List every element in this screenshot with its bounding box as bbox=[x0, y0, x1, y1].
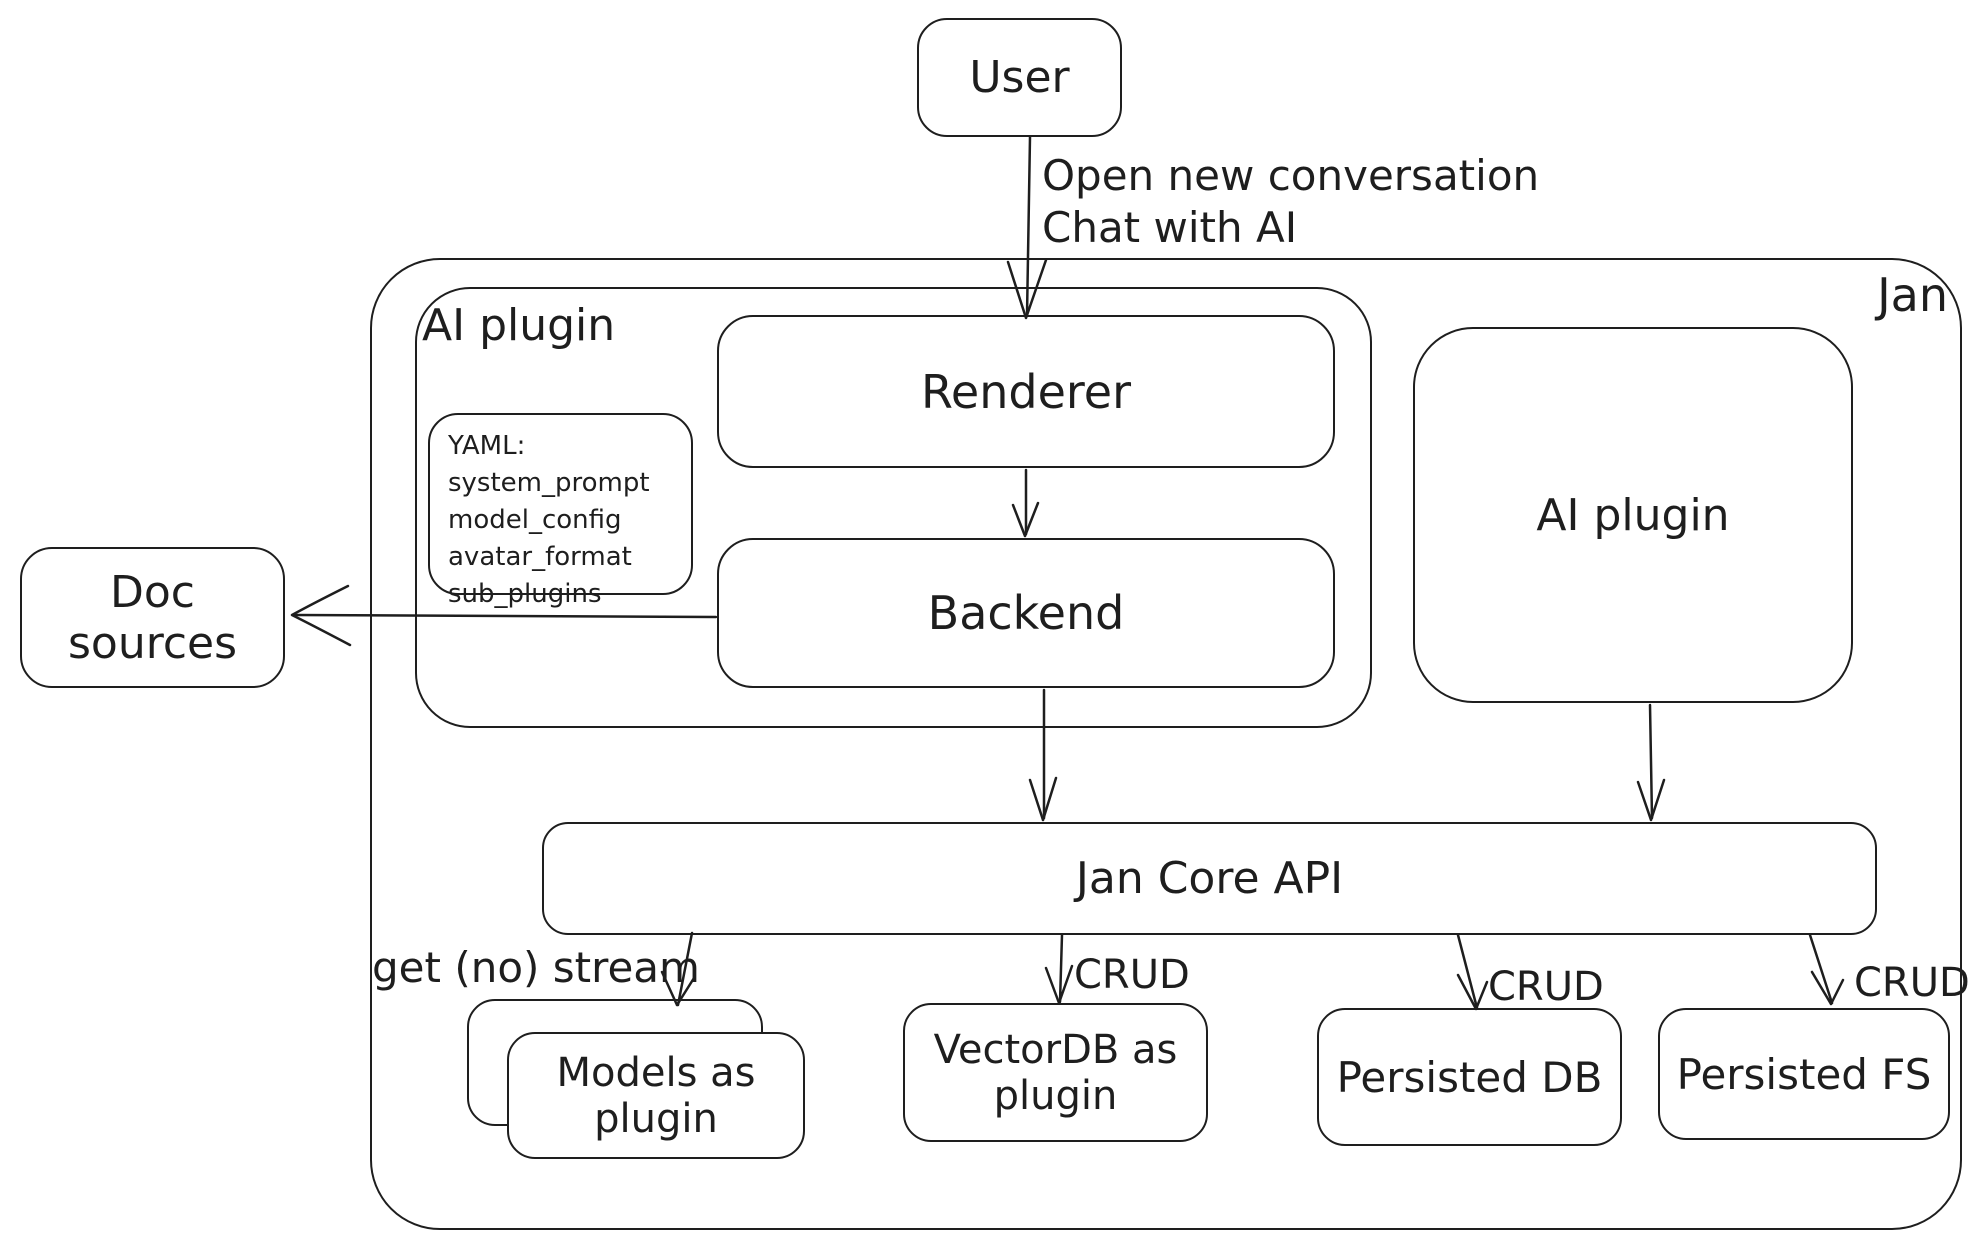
edge-label-crud-vectordb: CRUD bbox=[1074, 952, 1190, 998]
node-user: User bbox=[917, 18, 1122, 137]
node-vectordb-plugin: VectorDB as plugin bbox=[903, 1003, 1208, 1142]
node-models-plugin-label: Models as plugin bbox=[556, 1049, 756, 1142]
edge-label-line: Open new conversation bbox=[1042, 151, 1540, 200]
node-ai-plugin-right-label: AI plugin bbox=[1536, 489, 1730, 541]
node-renderer-label: Renderer bbox=[921, 364, 1131, 419]
yaml-line: system_prompt bbox=[448, 468, 650, 498]
node-user-label: User bbox=[969, 52, 1070, 103]
node-renderer: Renderer bbox=[717, 315, 1335, 468]
node-persisted-fs-label: Persisted FS bbox=[1676, 1049, 1932, 1099]
jan-outer-box bbox=[370, 258, 1962, 1230]
ai-plugin-container bbox=[415, 287, 1372, 728]
node-doc-sources: Doc sources bbox=[20, 547, 285, 688]
node-persisted-db-label: Persisted DB bbox=[1336, 1052, 1603, 1102]
yaml-line: avatar_format bbox=[448, 542, 632, 572]
node-persisted-db: Persisted DB bbox=[1317, 1008, 1622, 1146]
yaml-note-text: YAML: system_prompt model_config avatar_… bbox=[448, 428, 650, 613]
edge-label-crud-db: CRUD bbox=[1488, 964, 1604, 1010]
yaml-line: sub_plugins bbox=[448, 579, 602, 609]
node-ai-plugin-right: AI plugin bbox=[1413, 327, 1853, 703]
node-doc-sources-label: Doc sources bbox=[67, 566, 238, 669]
yaml-line: YAML: bbox=[448, 431, 526, 461]
yaml-note-box bbox=[428, 413, 693, 595]
ai-plugin-container-label: AI plugin bbox=[422, 300, 616, 351]
node-vectordb-plugin-label: VectorDB as plugin bbox=[933, 1026, 1178, 1119]
node-jan-core-api: Jan Core API bbox=[542, 822, 1877, 935]
node-backend: Backend bbox=[717, 538, 1335, 688]
edge-label-get-no-stream: get (no) stream bbox=[372, 943, 700, 992]
node-persisted-fs: Persisted FS bbox=[1658, 1008, 1950, 1140]
node-jan-core-api-label: Jan Core API bbox=[1075, 853, 1344, 904]
node-backend-label: Backend bbox=[927, 586, 1125, 640]
jan-title: Jan bbox=[1877, 268, 1948, 322]
edge-label-crud-fs: CRUD bbox=[1854, 960, 1970, 1006]
yaml-line: model_config bbox=[448, 505, 622, 535]
edge-label-line: Chat with AI bbox=[1042, 203, 1298, 252]
node-models-plugin: Models as plugin bbox=[507, 1032, 805, 1159]
edge-label-open-conversation: Open new conversation Chat with AI bbox=[1042, 150, 1539, 254]
